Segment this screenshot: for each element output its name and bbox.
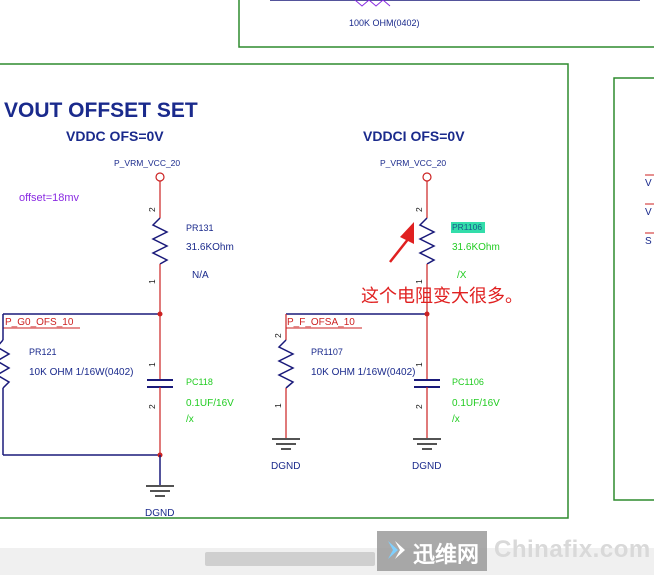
pr1106-highlight [451,222,485,233]
watermark-en: Chinafix.com [494,536,651,563]
top-block-resistor-value: 100K OHM(0402) [349,18,420,28]
pc1106-ref: PC1106 [452,377,484,387]
left-ground-symbol [146,485,174,497]
left-supply-port [155,172,165,182]
right-ground-label-left: DGND [271,461,300,472]
pr1106-option: /X [457,270,467,281]
top-block-resistor [354,0,391,7]
pc1106-value: 0.1UF/16V [452,398,500,409]
right-heading: VDDCI OFS=0V [363,128,465,144]
watermark-logo-icon [388,541,405,559]
pc118-ref: PC118 [186,377,213,387]
left-ground-label: DGND [145,508,174,519]
right-r-top-pin1-num: 1 [414,279,424,284]
pc1106-pin1-num: 1 [414,362,424,367]
right-ground-symbol-left [272,438,300,450]
pr1107-value: 10K OHM 1/16W(0402) [311,367,416,378]
left-heading: VDDC OFS=0V [66,128,164,144]
pc118-option: /x [186,414,194,425]
right-supply-port [422,172,432,182]
pc1106-pin2-num: 2 [414,404,424,409]
scrollbar-thumb[interactable] [205,552,375,566]
annotation-arrow [389,222,414,263]
edge-label-2: V [645,207,652,218]
pr1107-ref: PR1107 [311,347,343,357]
pc118-pin1-num: 1 [147,362,157,367]
right-supply-label: P_VRM_VCC_20 [380,158,446,168]
pr131-resistor [151,217,169,265]
pc118-value: 0.1UF/16V [186,398,234,409]
pr1106-resistor [418,217,436,265]
pr131-ref: PR131 [186,223,214,233]
annotation-text: 这个电阻变大很多。 [361,286,523,307]
left-r-top-pin1-num: 1 [147,279,157,284]
right-ground-label-right: DGND [412,461,441,472]
pr121-resistor [0,339,11,389]
edge-label-3: S [645,236,652,247]
section-frame [0,63,569,519]
pr1106-value: 31.6KOhm [452,242,500,253]
pr1106-ref: PR1106 [452,222,482,232]
pr1107-pin2-num: 2 [273,333,283,338]
watermark-cn: 迅维网 [413,543,480,568]
left-supply-label: P_VRM_VCC_20 [114,158,180,168]
pr121-ref: PR121 [29,347,57,357]
edge-label-1: V [645,178,652,189]
right-ground-symbol-right [413,438,441,450]
left-net-label: P_G0_OFS_10 [5,317,74,328]
section-title: VOUT OFFSET SET [4,99,198,122]
offset-note: offset=18mv [19,192,80,204]
right-section-frame [613,77,654,501]
right-r-top-pin2-num: 2 [414,207,424,212]
pr131-value: 31.6KOhm [186,242,234,253]
pr1107-resistor [277,339,295,389]
pc118-pin2-num: 2 [147,404,157,409]
left-r-top-pin2-num: 2 [147,207,157,212]
pr131-option: N/A [192,270,209,281]
pr121-value: 10K OHM 1/16W(0402) [29,367,134,378]
top-block-frame [238,0,654,48]
pc1106-option: /x [452,414,460,425]
pr1107-pin1-num: 1 [273,403,283,408]
right-net-label: P_F_OFSA_10 [287,317,355,328]
